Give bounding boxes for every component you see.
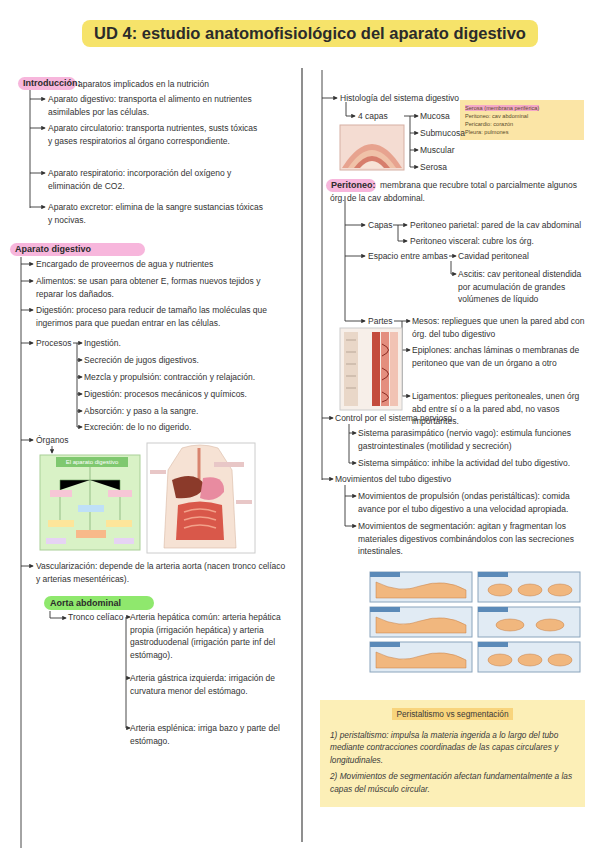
text-label: Digestión: proceso para reducir de tamañ…: [36, 304, 281, 329]
text-label: Histología del sistema digestivo: [340, 92, 500, 105]
text-label: Arteria gástrica izquierda: irrigación d…: [130, 672, 285, 697]
text-label: Serosa: [420, 161, 480, 174]
text-label: Aparato circulatorio: transporta nutrien…: [48, 122, 263, 147]
text-label: Control por el sistema nervioso: [335, 412, 575, 425]
text-label: Movimientos de propulsión (ondas peristá…: [358, 490, 590, 515]
text-label: Excreción: de lo no digerido.: [84, 421, 284, 434]
note-heading: Serosa (membrana periférica): [465, 104, 579, 112]
note-text: 2) Movimientos de segmentación afectan f…: [330, 770, 575, 795]
text-label: Espacio entre ambas: [368, 250, 450, 263]
text-label: Submucosa: [420, 127, 480, 140]
text-label: Movimientos del tubo digestivo: [335, 473, 575, 486]
text-label: Aparato respiratorio: incorporación del …: [48, 167, 263, 192]
text-label: Ascitis: cav peritoneal distendida por a…: [458, 268, 590, 306]
note-box: Peristaltismo vs segmentación 1) peristal…: [320, 700, 585, 807]
text-label: Procesos: [36, 337, 76, 350]
peritoneum-image: [340, 328, 402, 410]
node-text: Aparato digestivo: [15, 243, 140, 256]
text-label: Órganos: [36, 434, 96, 447]
text-label: membrana que recubre total o parcialment…: [330, 179, 588, 204]
text-label: Sistema parasimpático (nervio vago): est…: [358, 427, 590, 452]
text-label: Sistema simpático: inhibe la actividad d…: [358, 457, 590, 470]
text-label: El aparato digestivo: [57, 457, 127, 467]
intestine-layers-image: [340, 125, 404, 170]
text-label: Tronco celíaco: [68, 611, 126, 624]
node-text: Pleura: pulmones: [465, 128, 579, 136]
text-label: Epiplones: anchas láminas o membranas de…: [412, 344, 592, 369]
text-label: Cavidad peritoneal: [458, 250, 578, 263]
text-label: Aparato digestivo: transporta el aliment…: [48, 93, 263, 118]
node-text: Aorta abdominal: [50, 596, 148, 610]
note-text: 1) peristaltismo: impulsa la materia ing…: [330, 729, 575, 767]
node-text: Pericardio: corazón: [465, 120, 579, 128]
section-band: Peritoneo:: [326, 179, 376, 192]
text-label: Vascularización: depende de la arteria a…: [36, 560, 291, 585]
text-label: Encargado de proveernos de agua y nutrie…: [36, 258, 291, 271]
text-label: Aparato excretor: elimina de la sangre s…: [48, 201, 263, 226]
text-label: Movimientos de segmentación: agitan y fr…: [358, 520, 590, 558]
text-label: Capas: [368, 219, 408, 232]
text-label: Alimentos: se usan para obtener E, forma…: [36, 275, 281, 300]
text-label: Mezcla y propulsión: contracción y relaj…: [84, 371, 284, 384]
node-text: Peritoneo:: [331, 179, 371, 192]
text-label: Absorción: y paso a la sangre.: [84, 405, 284, 418]
text-label: Arteria esplénica: irriga bazo y parte d…: [130, 722, 285, 747]
text-label: Arteria hepática común: arteria hepática…: [130, 611, 285, 661]
text-label: Ingestión.: [84, 337, 284, 350]
text-label: Mesos: repliegues que unen la pared abd …: [412, 315, 592, 340]
node-text: Peritoneo: cav abdominal: [465, 112, 579, 120]
note-heading: Peristaltismo vs segmentación: [330, 708, 575, 721]
section-band: Introducción:: [18, 77, 76, 90]
text-label: 4 capas: [358, 110, 408, 123]
text-label: aparatos implicados en la nutrición: [78, 78, 288, 91]
text-label: Secreción de jugos digestivos.: [84, 354, 284, 367]
mindmap-image: [40, 455, 140, 550]
text-label: Mucosa: [420, 110, 480, 123]
section-band: Aorta abdominal: [44, 596, 154, 610]
anatomy-image: [147, 443, 255, 553]
text-label: Digestión: procesos mecánicos y químicos…: [84, 388, 284, 401]
section-band: Aparato digestivo: [10, 243, 145, 256]
note-box: Serosa (membrana periférica)Peritoneo: c…: [460, 100, 584, 140]
page-title: UD 4: estudio anatomofisiológico del apa…: [82, 20, 538, 47]
node-text: Introducción:: [23, 77, 71, 90]
text-label: Peritoneo parietal: pared de la cav abdo…: [410, 219, 595, 232]
text-label: Peritoneo visceral: cubre los órg.: [410, 235, 595, 248]
text-label: Partes: [368, 315, 398, 328]
text-label: Muscular: [420, 144, 480, 157]
motility-panels-image: [370, 572, 580, 672]
